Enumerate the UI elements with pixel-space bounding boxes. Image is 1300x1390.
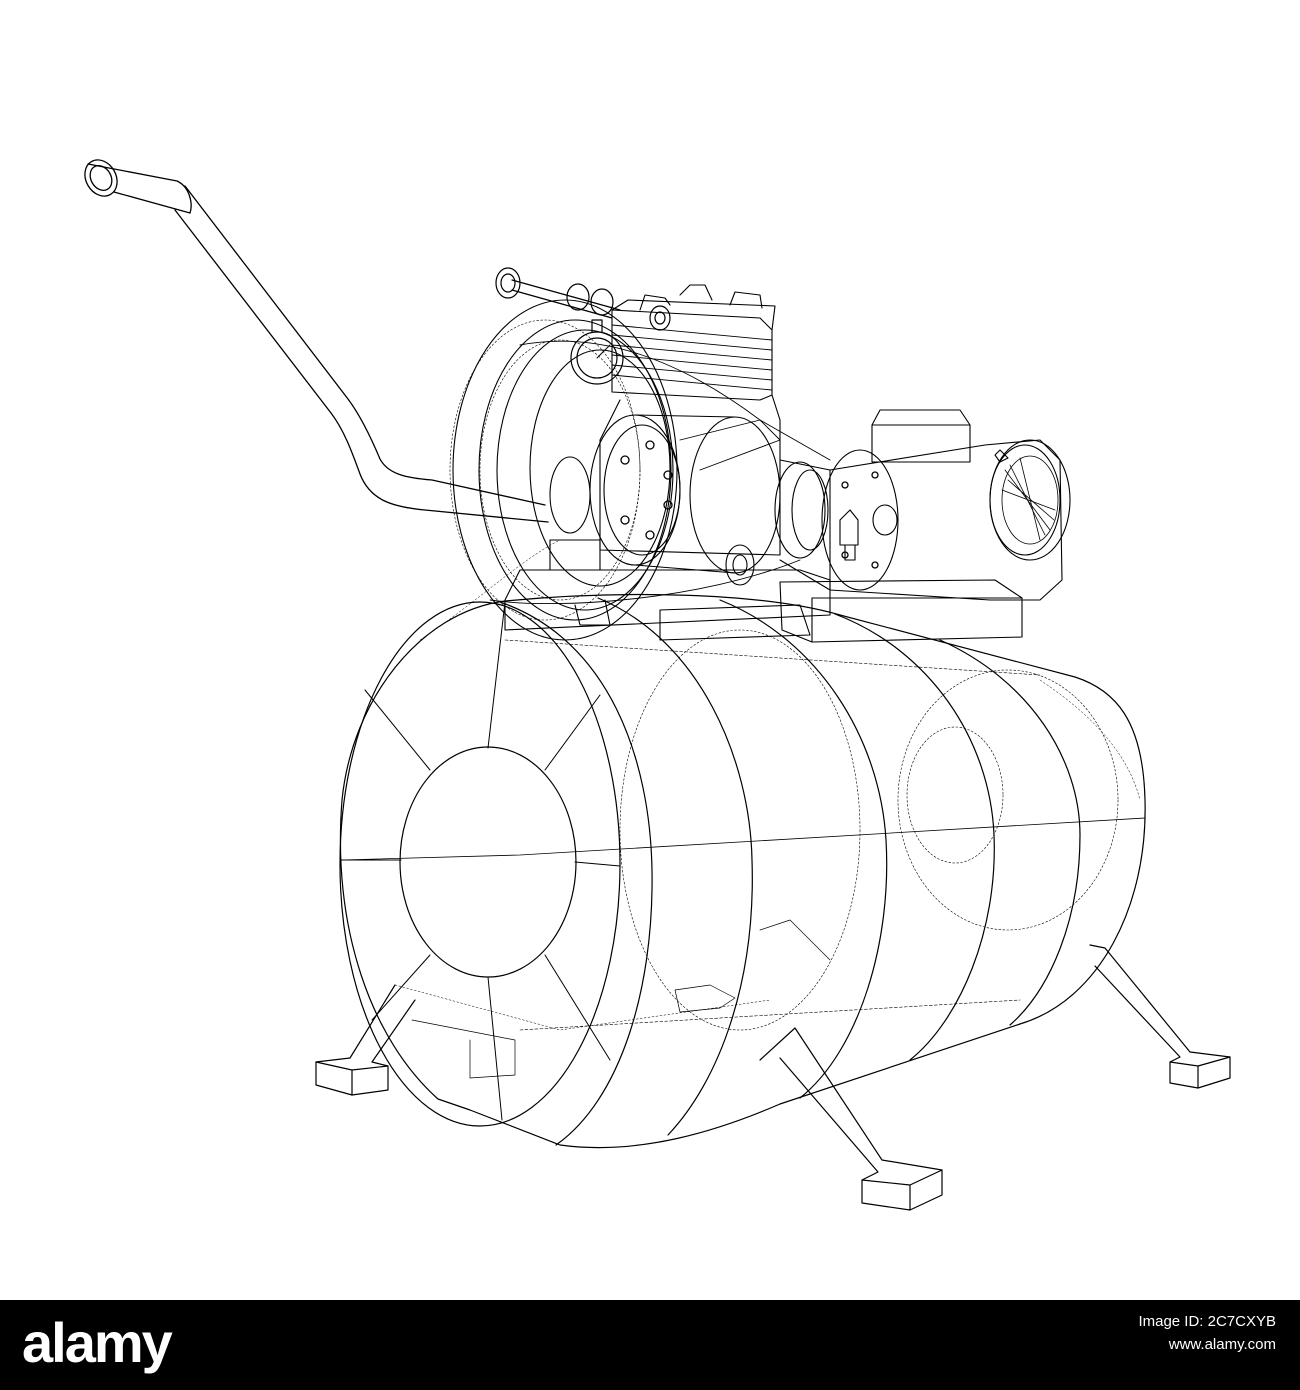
tank-outline [339,593,1146,1149]
motor-coupling [774,461,826,559]
tank-endcap-left-inner [399,746,577,978]
fitting-valve-right [649,305,671,331]
handle [84,159,549,523]
construction-lines [394,539,1141,1031]
pressure-gauge-icon [570,331,624,385]
gauges-fittings [495,267,671,385]
tank-feet [315,919,1231,1211]
tank-band-4 [834,613,995,1061]
flywheel-outer [452,299,678,641]
compressor-drawing [84,159,1231,1211]
watermark-logo: alamy [22,1308,173,1378]
crankcase [589,414,781,586]
tank-band-2 [597,597,753,1136]
fan-grille-icon [1001,455,1059,545]
watermark-bar: alamy Image ID: 2C7CXYB www.alamy.com [0,1300,1300,1390]
watermark-logo-text: alamy [22,1311,173,1374]
foot-center [759,1027,943,1211]
tank-endcap-left [339,601,621,1127]
watermark-url: www.alamy.com [1168,1336,1276,1353]
tank-band-5 [939,639,1081,1026]
cylinder-head [599,284,781,556]
electric-motor [774,409,1071,601]
mounting-base [504,569,1023,643]
fitting-valve-left [495,267,521,299]
handle-grip [87,163,192,214]
tank-band-1 [499,601,653,1146]
watermark-image-id: Image ID: 2C7CXYB [1138,1313,1276,1330]
cooling-fins [611,324,773,391]
fitting-valve-center [566,283,590,311]
oil-sight-glass [725,544,755,586]
motor-junction-box [871,409,971,463]
foot-right [1089,944,1231,1089]
flywheel-hub [549,456,591,534]
motor-base-plate [779,579,1023,643]
tank-band-3 [719,599,888,1099]
flywheel [449,299,678,641]
watermark-meta: Image ID: 2C7CXYB www.alamy.com [916,1310,1276,1356]
tank [339,593,1146,1149]
handle-grip-end [84,159,118,197]
handle-tube [174,185,549,523]
belt-guard [489,340,831,605]
